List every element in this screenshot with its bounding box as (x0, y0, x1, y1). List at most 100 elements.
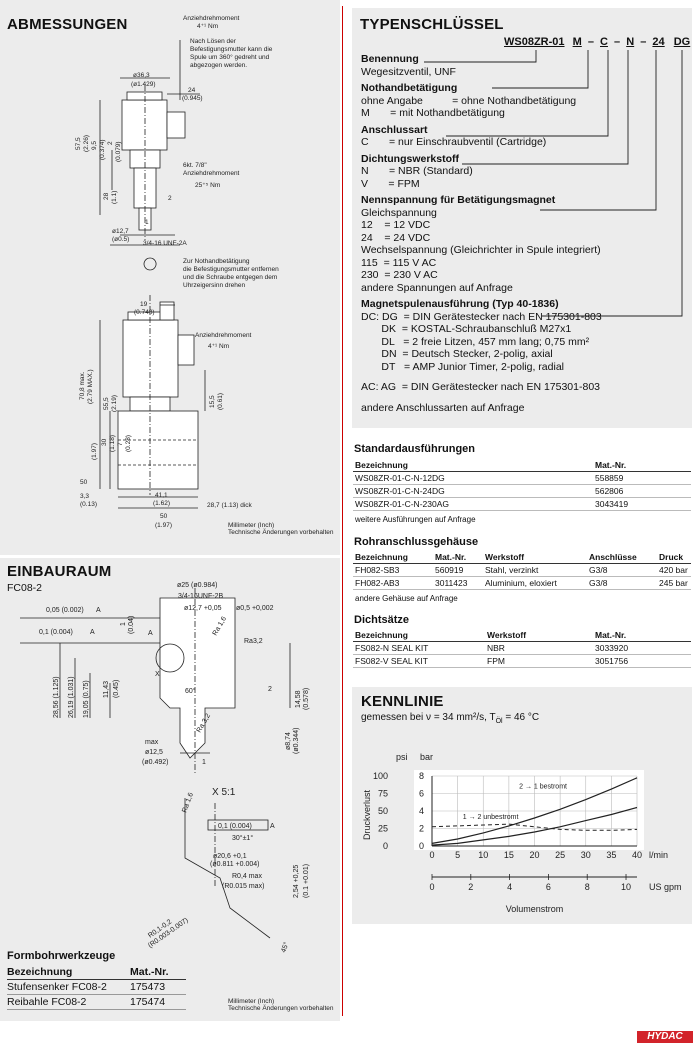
psi-tick-label: 75 (378, 789, 388, 799)
dicht-col-mat: Mat.-Nr. (593, 629, 691, 642)
key-line: C = nur Einschraubventil (Cartridge) (361, 136, 547, 148)
dim-h30-inch: (1.18) (109, 435, 116, 452)
cav-h2856: 28,56 (1.125) (53, 676, 60, 718)
detail-x-title: X 5:1 (212, 787, 236, 798)
rohr-title: Rohranschlussgehäuse (354, 536, 479, 548)
loosen-note-3: Spule um 360° gedreht und (190, 53, 270, 61)
key-line: Wechselspannung (Gleichrichter in Spule … (361, 244, 601, 256)
hydac-logo: HYDAC (637, 1031, 693, 1043)
dim-w19-inch: (0.748) (134, 309, 155, 316)
cav-a45: 45° (279, 941, 290, 954)
column-divider (342, 6, 343, 1016)
type-code-leader-lines (424, 50, 683, 317)
cav-d25: ø25 (ø0.984) (177, 582, 217, 589)
legend-series-2: 1 → 2 unbestromt (463, 814, 519, 821)
code-dg: DG (673, 36, 691, 48)
coil-body (121, 99, 168, 151)
loosen-note-1: Nach Lösen der (190, 38, 237, 45)
formbohr-row-mat: 175474 (129, 994, 186, 1010)
dim-w33-inch: (0.13) (80, 501, 97, 508)
gpm-tick-label: 6 (546, 882, 551, 892)
x-tick-label: 25 (555, 850, 565, 860)
cav-d206: ø20,6 +0,1 (213, 853, 247, 860)
x-axis-title: Volumenstrom (506, 904, 564, 914)
cav-h1143-inch: (0.45) (113, 680, 120, 698)
kennlinie-sub-a: gemessen bei ν = 34 mm²/s, T (361, 712, 496, 723)
dimension-drawing: Anziehdrehmoment 4⁺¹ Nm Nach Lösen der B… (75, 15, 334, 536)
cav-ra16b: Ra 1,6 (181, 792, 195, 814)
std-col-name: Bezeichnung (353, 459, 593, 472)
key-line (361, 373, 681, 381)
port-1-label: 1 (145, 219, 149, 226)
std-col-mat: Mat.-Nr. (593, 459, 691, 472)
legend-series-1: 2 → 1 bestromt (519, 783, 567, 790)
dim-w24-inch: (0.945) (182, 95, 203, 102)
loosen-note-4: abgezogen werden. (190, 62, 247, 69)
key-section-head: Dichtungswerkstoff (361, 152, 460, 165)
dim-d36: ø36,3 (133, 72, 150, 79)
y-axis-title: Druckverlust (362, 789, 372, 840)
key-line: Gleichspannung (361, 206, 437, 219)
psi-tick-label: 25 (378, 824, 388, 834)
cav-r04: R0,4 max (232, 873, 262, 880)
dim-h28-inch: (1.1) (111, 191, 118, 204)
dim-h155: 15,5 (209, 395, 216, 408)
code-main: WS08ZR-01 (504, 36, 565, 48)
key-line: 24 = 24 VDC (361, 231, 431, 244)
rohr-cell: Aluminium, eloxiert (483, 576, 587, 590)
series-line-1 (431, 777, 638, 844)
y-unit-bar: bar (420, 752, 433, 762)
series-line-2 (431, 806, 638, 846)
kennlinie-sub-b: Öl (495, 718, 503, 725)
code-n: N (626, 36, 635, 48)
key-line: AC: AG = DIN Gerätestecker nach EN 17530… (361, 381, 600, 393)
dicht-cell: 3051756 (593, 654, 691, 668)
formbohr-row-name: Reibahle FC08-2 (7, 994, 129, 1010)
key-section-head: Nothandbetätigung (361, 82, 458, 94)
key-line: V = FPM (361, 177, 420, 190)
key-line: DC: DG = DIN Gerätestecker nach EN 17530… (361, 310, 602, 323)
dim-h555: 55,5 (103, 397, 110, 410)
std-row-name: WS08ZR-01-C-N-24DG (353, 484, 593, 498)
abmessungen-title: ABMESSUNGEN (7, 16, 128, 33)
gpm-tick-label: 0 (429, 882, 434, 892)
std-row-name: WS08ZR-01-C-N-230AG (353, 497, 593, 511)
gpm-tick-label: 8 (585, 882, 590, 892)
dim-h95-inch: (0.374) (99, 139, 106, 160)
formbohr-col-mat: Mat.-Nr. (129, 965, 186, 980)
bar-tick-label: 4 (419, 806, 424, 816)
formbohr-row-name: Stufensenker FC08-2 (7, 979, 129, 995)
gpm-tick-label: 10 (621, 882, 631, 892)
rohr-col-mat: Mat.-Nr. (433, 551, 483, 564)
key-line: DK = KOSTAL-Schraubanschluß M27x1 (361, 323, 572, 335)
x-tick-label: 10 (478, 850, 488, 860)
manual-note-4: Uhrzeigersinn drehen (183, 282, 246, 289)
cav-port2: 2 (268, 686, 272, 693)
rohr-cell: Stahl, verzinkt (483, 563, 587, 577)
cav-port1: 1 (202, 759, 206, 766)
key-line: N = NBR (Standard) (361, 165, 473, 177)
dicht-col-material: Werkstoff (485, 629, 593, 642)
kennlinie-title: KENNLINIE (361, 693, 444, 710)
std-row-mat: 562806 (593, 484, 691, 498)
rohr-cell: FH082-SB3 (353, 563, 433, 577)
dim-h50-inch: (1.97) (91, 443, 98, 460)
code-dash: – (640, 36, 647, 48)
cav-d874: ø8,74 (285, 732, 292, 750)
cav-ref-a: A (148, 630, 153, 637)
key-line: 115 = 115 V AC (361, 256, 437, 269)
x-tick-label: 40 (632, 850, 642, 860)
cav-h254: 2,54 +0,25 (293, 865, 300, 898)
dim-h555-inch: (2.19) (111, 395, 118, 412)
code-m: M (572, 36, 582, 48)
bar-tick-label: 8 (419, 771, 424, 781)
psi-tick-label: 100 (373, 771, 388, 781)
dim-w50-inch: (1.97) (155, 522, 172, 529)
rohr-cell: G3/8 (587, 563, 657, 577)
x-tick-label: 20 (529, 850, 539, 860)
cav-h1458-inch: (0.578) (303, 688, 310, 710)
key-line: M = mit Nothandbetätigung (361, 107, 505, 119)
x-tick-label: 15 (504, 850, 514, 860)
key-line: andere Spannungen auf Anfrage (361, 281, 513, 294)
